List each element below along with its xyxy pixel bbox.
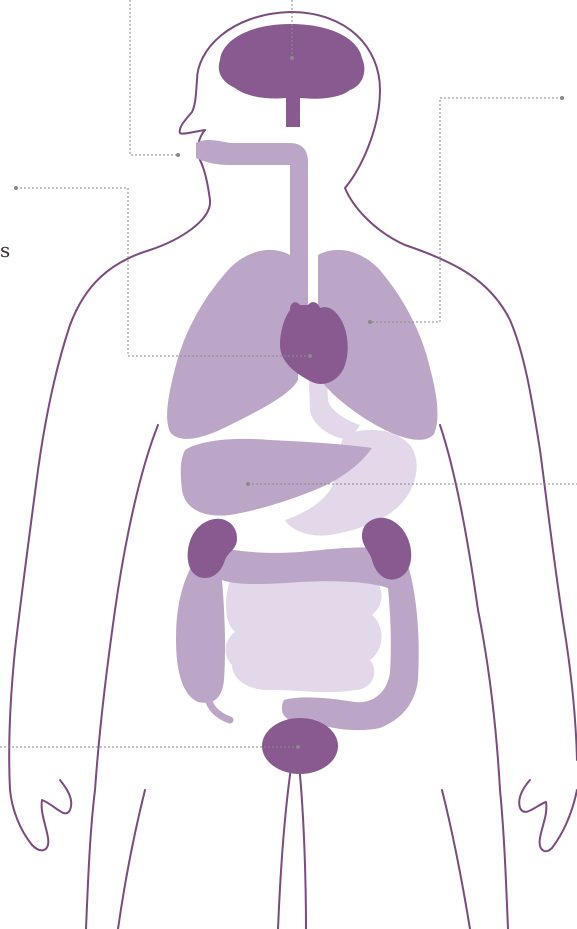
- appendix: [208, 698, 230, 720]
- dot-mouth: [176, 153, 180, 157]
- dot-lungs: [368, 320, 372, 324]
- inner-legs: [278, 764, 306, 929]
- dot-brain: [290, 56, 294, 60]
- leader-line-lungs: [370, 98, 562, 322]
- dot-heart: [308, 354, 312, 358]
- left-leg: [118, 790, 145, 929]
- right-leg: [442, 790, 470, 929]
- left-hand: [10, 780, 71, 850]
- small-intestine: [226, 566, 382, 692]
- right-arm-inner: [440, 425, 508, 929]
- right-hand: [519, 780, 577, 851]
- dot-liver: [246, 482, 250, 486]
- leader-line-mouth: [130, 0, 178, 155]
- dot-bladder: [296, 745, 300, 749]
- dot-heart-start: [14, 186, 18, 190]
- left-arm-inner: [86, 425, 158, 929]
- brain: [219, 24, 365, 127]
- dot-lungs-start: [560, 96, 564, 100]
- bladder: [262, 718, 338, 774]
- label-fragment: s: [0, 238, 10, 262]
